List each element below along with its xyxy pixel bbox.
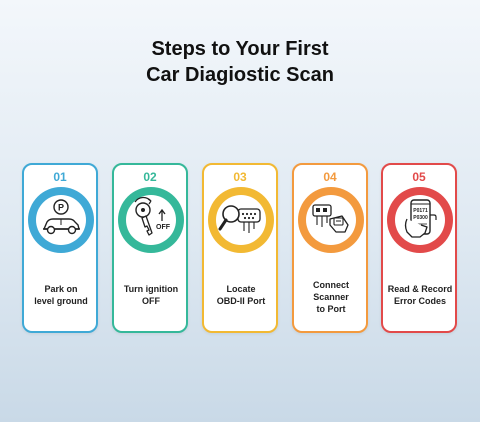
step-number: 02 [143,170,157,184]
svg-text:OFF: OFF [156,224,171,231]
parked-car-icon: P [36,195,86,245]
step-card-5: 05 P0171 P0300 Read & Record Error Codes [381,163,457,333]
step-label: Read & Record Error Codes [387,284,453,306]
step-label: Locate OBD-II Port [216,284,266,306]
phone-codes-icon: P0171 P0300 [395,195,445,245]
step-card-1: 01 P Park on level ground [22,163,98,333]
magnifier-port-icon [216,195,266,245]
hand-scanner-icon [306,195,356,245]
step-label: Turn ignition OFF [123,284,179,306]
svg-text:P0300: P0300 [413,215,428,221]
title-line-2: Car Diagiostic Scan [146,64,334,86]
step-icon-circle [298,187,364,253]
step-number: 01 [53,170,67,184]
step-card-2: 02 OFF Turn ignition OFF [112,163,188,333]
step-icon-circle [208,187,274,253]
step-label: Connect Scanner to Port [313,280,349,314]
step-icon-circle: P0171 P0300 [387,187,453,253]
step-card-4: 04 Connect Scanner to Port [292,163,368,333]
svg-text:P: P [58,203,64,213]
step-number: 05 [412,170,426,184]
step-icon-circle: OFF [118,187,184,253]
step-number: 03 [233,170,247,184]
step-label: Park on level ground [34,284,88,306]
step-number: 04 [323,170,337,184]
ignition-key-icon: OFF [126,195,176,245]
step-icon-circle: P [28,187,94,253]
title-line-1: Steps to Your First [151,38,329,60]
svg-text:P0171: P0171 [413,208,428,214]
page-title: Steps to Your First Car Diagiostic Scan [0,36,480,88]
step-card-3: 03 Locate OBD-II Port [202,163,278,333]
